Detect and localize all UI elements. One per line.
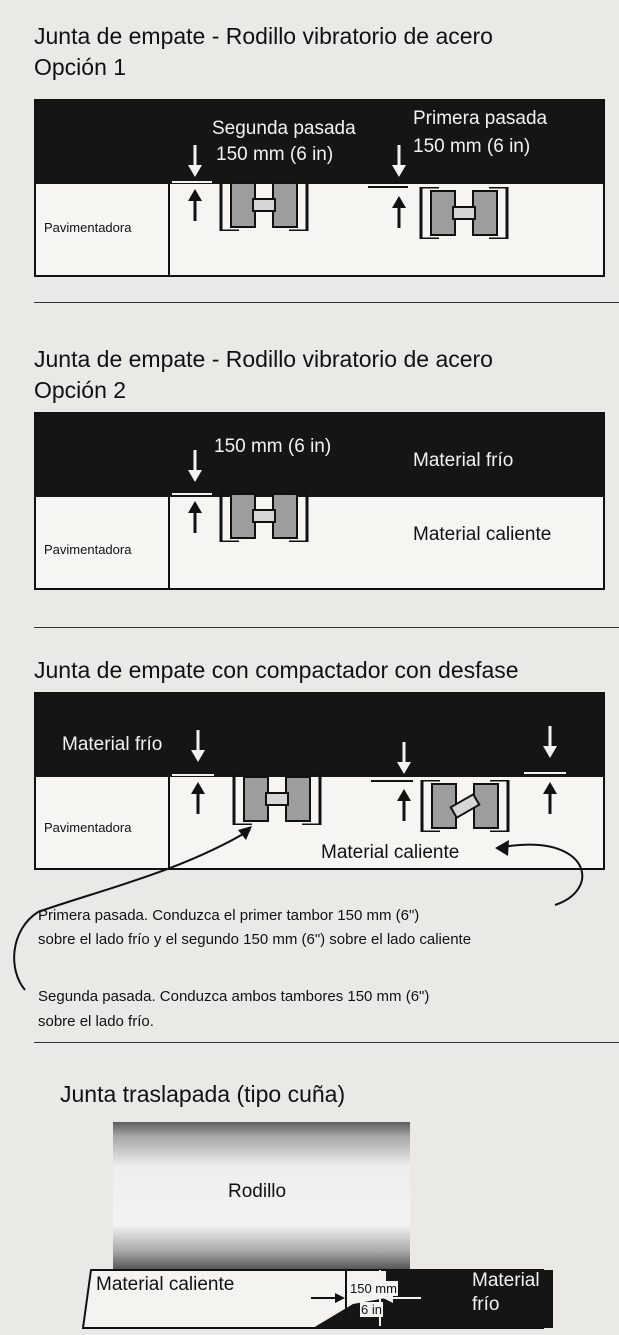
section3-title: Junta de empate con compactador con desf… [34,657,519,683]
cold-material-label: Material frío [413,450,514,471]
cold-material-band [36,414,603,497]
hot-material-label: Material caliente [96,1274,235,1295]
divider [34,627,619,628]
section4-title: Junta traslapada (tipo cuña) [60,1081,346,1107]
section2-title-line1: Junta de empate - Rodillo vibratorio de … [34,346,493,372]
paver-label: Pavimentadora [44,820,132,835]
second-pass-label: Segunda pasada [212,118,356,139]
cold-material-label-line1: Material [472,1270,540,1291]
first-pass-note-line2: sobre el lado frío y el segundo 150 mm (… [38,931,472,948]
section1-title-line2: Opción 1 [34,54,127,80]
section1-title-line1: Junta de empate - Rodillo vibratorio de … [34,23,493,49]
dim-mm-label: 150 mm [349,1281,398,1296]
section1-diagram: Pavimentadora Segunda pasada 150 mm (6 i… [34,99,605,277]
offset-line [371,780,413,782]
divider [34,1042,619,1043]
first-pass-dim: 150 mm (6 in) [413,136,531,157]
offset-line [524,772,566,774]
second-pass-dim: 150 mm (6 in) [216,144,334,165]
paver-label: Pavimentadora [44,220,132,235]
hot-material-label: Material caliente [321,842,460,863]
section3-diagram: Pavimentadora Material frío Material cal… [34,692,605,870]
roller-label: Rodillo [228,1181,287,1202]
cold-material-label: Material frío [62,734,163,755]
second-pass-note-line1: Segunda pasada. Conduzca ambos tambores … [38,988,430,1005]
paver-edge [168,184,170,275]
section2-title-line2: Opción 2 [34,377,127,403]
cold-material-label-line2: frío [472,1294,500,1315]
hot-material-label: Material caliente [413,524,552,545]
second-pass-note-line2: sobre el lado frío. [38,1013,154,1030]
roller-block [113,1122,410,1269]
dim-in-label: 6 in [360,1302,383,1317]
offset-line [172,774,214,776]
offset-line [368,186,408,188]
cold-material-band [36,694,603,777]
offset-line [172,181,212,183]
paver-edge [168,497,170,588]
cold-material-band [36,101,603,184]
first-pass-note-line1: Primera pasada. Conduzca el primer tambo… [38,907,420,924]
paver-edge [168,777,170,868]
offset-dim-label: 150 mm (6 in) [214,436,332,457]
offset-line [172,493,212,495]
section2-diagram: Pavimentadora 150 mm (6 in) Material frí… [34,412,605,590]
divider [34,302,619,303]
first-pass-label: Primera pasada [413,108,548,129]
paver-label: Pavimentadora [44,542,132,557]
